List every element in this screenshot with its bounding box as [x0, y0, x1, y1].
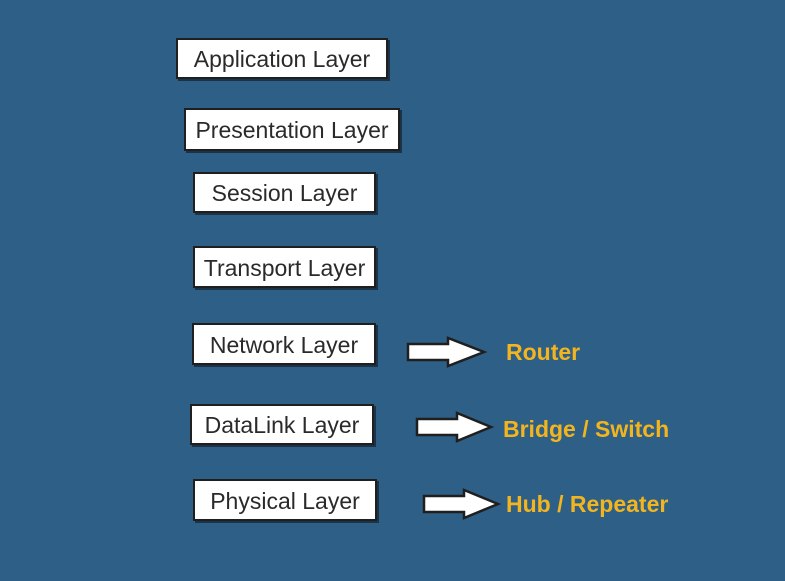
device-router: Router: [506, 339, 581, 365]
device-hub-repeater: Hub / Repeater: [506, 491, 669, 517]
layer-transport-label: Transport Layer: [203, 254, 366, 281]
layer-application-label: Application Layer: [193, 46, 371, 72]
layer-transport: Transport Layer: [193, 246, 376, 288]
layer-presentation-label: Presentation Layer: [195, 117, 389, 143]
layer-physical: Physical Layer: [193, 479, 377, 521]
arrow-right-icon: [415, 411, 495, 443]
layer-datalink-label: DataLink Layer: [204, 412, 360, 438]
device-bridge-switch: Bridge / Switch: [503, 416, 670, 442]
layer-session: Session Layer: [193, 172, 376, 213]
layer-session-label: Session Layer: [211, 180, 358, 206]
layer-network-label: Network Layer: [209, 331, 359, 358]
layer-network: Network Layer: [192, 323, 376, 365]
layer-physical-label: Physical Layer: [210, 487, 360, 514]
layer-datalink: DataLink Layer: [190, 404, 374, 445]
arrow-right-icon: [422, 488, 502, 520]
arrow-right-icon: [406, 336, 488, 368]
layer-application: Application Layer: [176, 38, 388, 79]
layer-presentation: Presentation Layer: [184, 108, 400, 151]
